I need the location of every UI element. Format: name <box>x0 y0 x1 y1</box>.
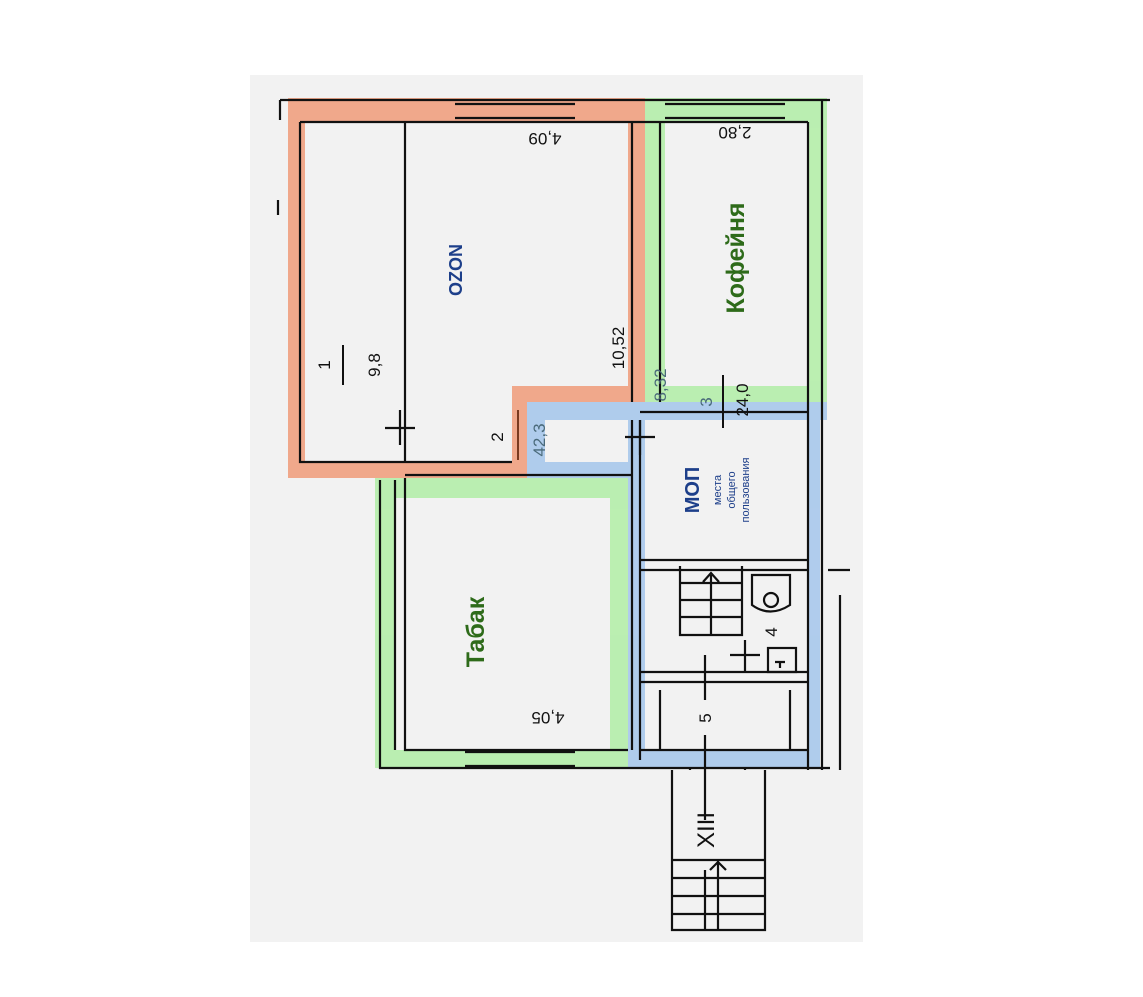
interior-stair <box>678 566 744 637</box>
common-sub2: общего <box>726 471 738 508</box>
room1-label: 1 9,8 <box>315 345 384 385</box>
common-label: МОП <box>682 467 704 514</box>
common-area-label: МОП места общего пользования <box>682 457 752 522</box>
room1-number: 1 <box>315 360 334 369</box>
room4-number: 4 <box>762 627 781 636</box>
cafe-label: Кофейня <box>722 202 750 313</box>
walls <box>276 98 850 770</box>
room2-number: 2 <box>488 432 507 441</box>
stair-label: XIII <box>693 812 720 848</box>
entrance-stair <box>670 655 767 932</box>
room1-area: 9,8 <box>365 353 384 377</box>
toilet-icon <box>750 573 798 674</box>
ozon-length: 10,52 <box>609 327 628 370</box>
common-sub1: места <box>712 474 724 505</box>
cafe-dimension: 2,80 <box>718 123 751 142</box>
common-sub3: пользования <box>740 457 752 522</box>
room2-area: 42,3 <box>530 423 549 456</box>
room3-area: 24,0 <box>733 383 752 416</box>
tabak-dimension: 4,05 <box>531 708 564 727</box>
ozon-dimension: 4,09 <box>528 129 561 148</box>
tabak-label: Табак <box>462 596 490 667</box>
ozon-label: OZON <box>446 244 466 296</box>
room3-number: 3 <box>697 397 716 406</box>
plan-sheet <box>250 75 863 942</box>
room5-number: 5 <box>696 713 715 722</box>
cafe-length: 8,32 <box>651 368 670 401</box>
